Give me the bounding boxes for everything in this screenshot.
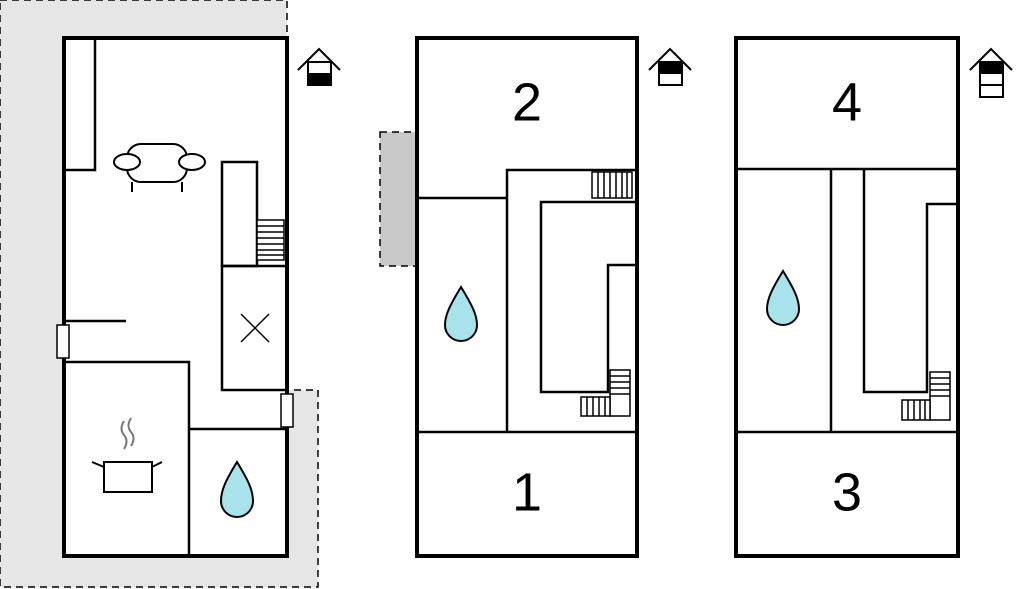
- second-interior-walls: [736, 167, 958, 434]
- room-number-3: 3: [832, 462, 862, 522]
- stairs-icon: [901, 371, 951, 421]
- house-level-first-icon: [648, 47, 692, 86]
- cooking-pot-icon: [91, 417, 163, 493]
- cross-icon: [240, 313, 270, 343]
- water-drop-icon: [765, 269, 801, 326]
- door-icon: [56, 324, 70, 359]
- balcony-area: [379, 131, 418, 267]
- ground-interior-walls: [64, 38, 289, 556]
- room-number-4: 4: [832, 72, 862, 132]
- water-drop-icon: [219, 460, 255, 518]
- room-number-2: 2: [512, 72, 542, 132]
- water-drop-icon: [443, 285, 479, 342]
- floor-first: 2 1: [379, 36, 692, 558]
- house-level-second-icon: [969, 47, 1013, 98]
- door-icon: [280, 393, 294, 428]
- floor-ground: [0, 0, 341, 588]
- stairs-icon: [256, 219, 285, 261]
- second-floor-outer-wall: [734, 36, 960, 558]
- room-number-1: 1: [512, 462, 542, 522]
- first-interior-walls: [417, 168, 637, 434]
- ground-floor-interior: [64, 38, 287, 556]
- floor-second: 4 3: [734, 36, 1013, 558]
- stairs-icon: [580, 369, 631, 417]
- house-level-ground-icon: [297, 47, 341, 86]
- first-floor-outer-wall: [415, 36, 639, 558]
- sofa-icon: [113, 143, 206, 192]
- stairs-icon: [591, 171, 633, 199]
